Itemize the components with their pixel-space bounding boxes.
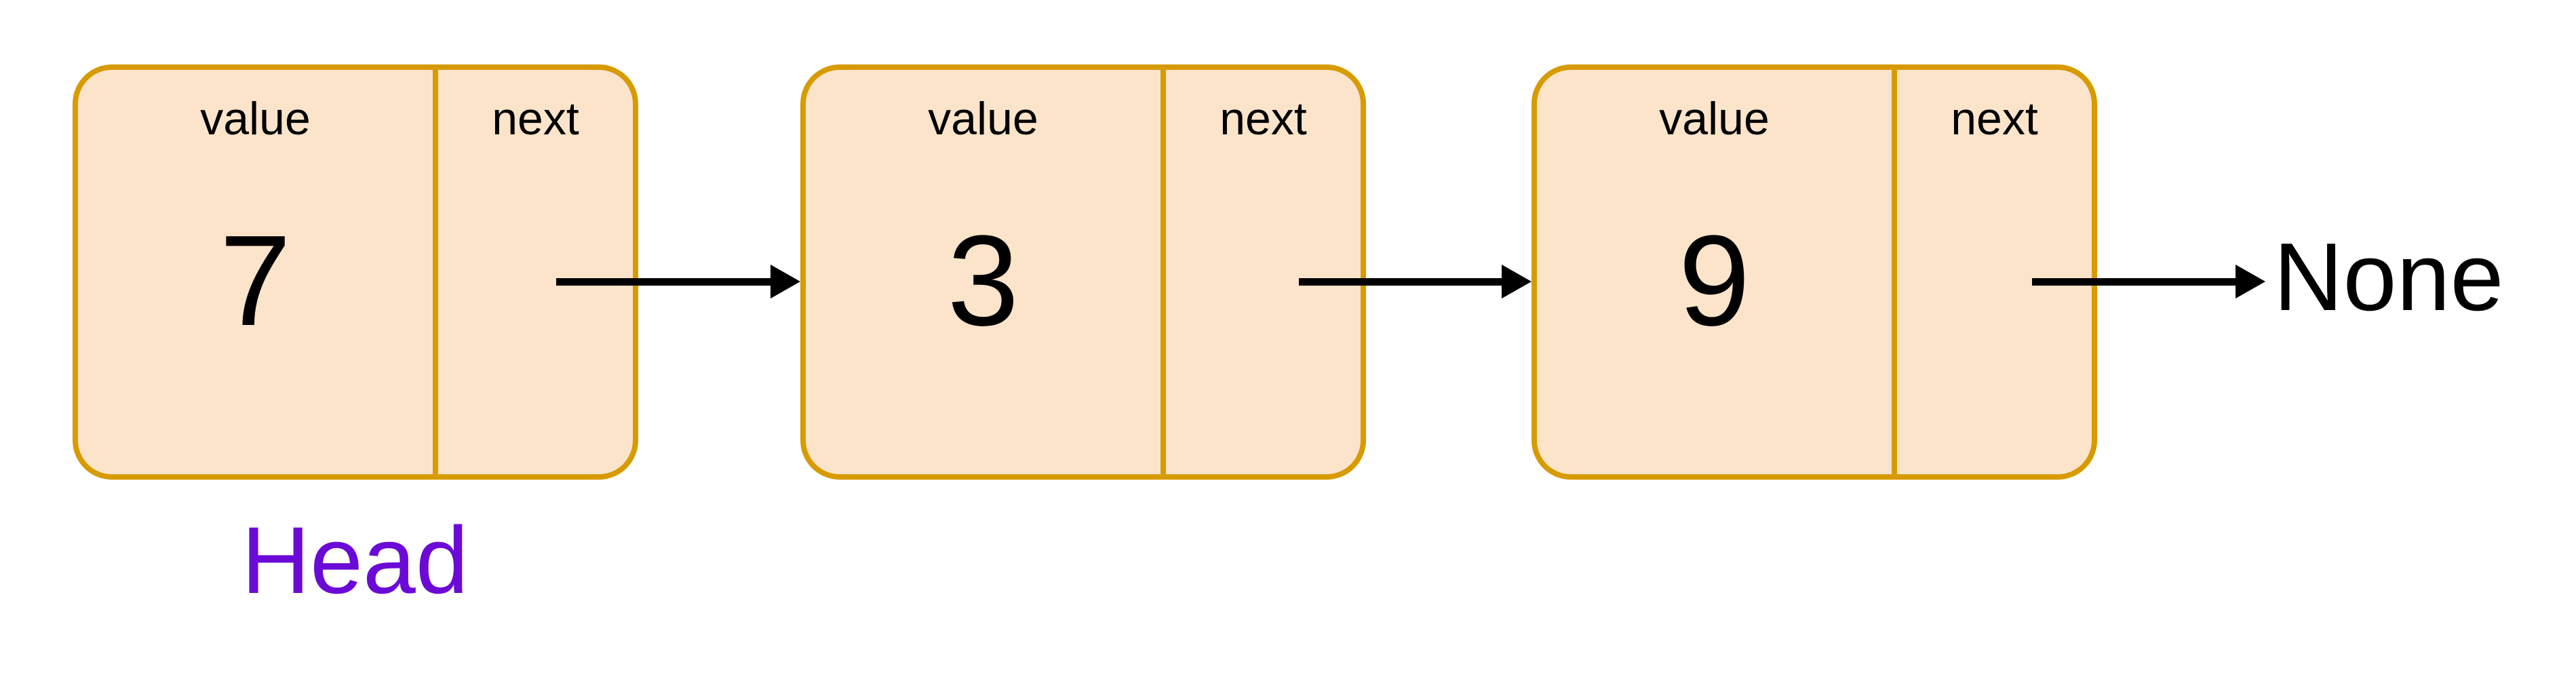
value-cell: value 9 xyxy=(1537,70,1897,474)
next-pointer-arrow xyxy=(556,265,800,299)
arrowhead-icon xyxy=(2236,265,2265,299)
node-value: 7 xyxy=(219,209,292,353)
arrowhead-icon xyxy=(1502,265,1531,299)
list-node: value 7 next xyxy=(73,64,638,480)
next-pointer-arrow xyxy=(1299,265,1531,299)
next-pointer-arrow xyxy=(2032,265,2265,299)
arrow-shaft xyxy=(2032,277,2237,286)
list-node: value 3 next xyxy=(800,64,1366,480)
next-field-label: next xyxy=(492,93,579,145)
value-cell: value 3 xyxy=(806,70,1166,474)
list-node: value 9 next xyxy=(1531,64,2097,480)
null-terminator-label: None xyxy=(2273,223,2504,331)
arrow-shaft xyxy=(1299,277,1503,286)
node-value: 9 xyxy=(1678,209,1751,353)
value-field-label: value xyxy=(1659,93,1770,145)
head-pointer-label: Head xyxy=(241,507,469,613)
next-cell: next xyxy=(1897,70,2092,474)
value-field-label: value xyxy=(928,93,1038,145)
value-cell: value 7 xyxy=(78,70,438,474)
next-field-label: next xyxy=(1951,93,2038,145)
next-cell: next xyxy=(1166,70,1361,474)
next-cell: next xyxy=(438,70,633,474)
arrow-shaft xyxy=(556,277,772,286)
next-field-label: next xyxy=(1219,93,1307,145)
value-field-label: value xyxy=(200,93,311,145)
arrowhead-icon xyxy=(770,265,800,299)
node-value: 3 xyxy=(947,209,1019,353)
